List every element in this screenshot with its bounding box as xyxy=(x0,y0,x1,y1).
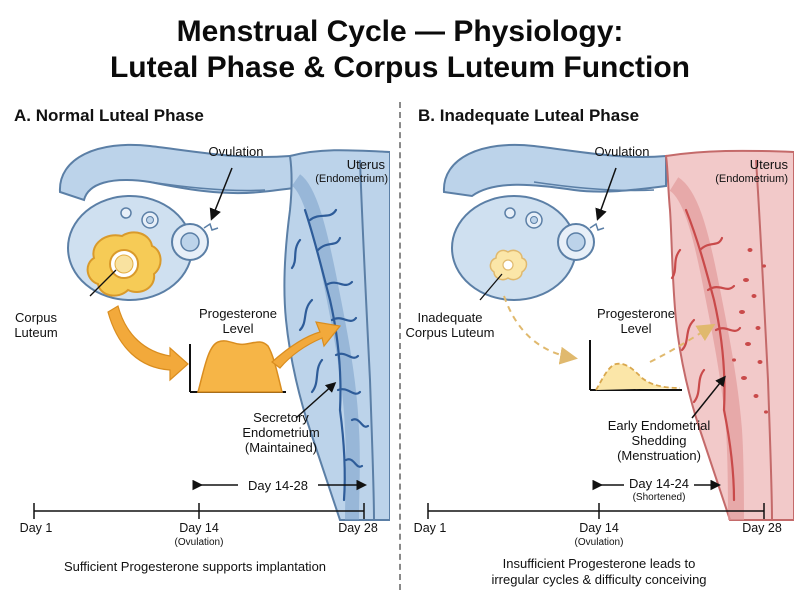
span-label: Day 14-28 xyxy=(248,478,308,493)
panel-b-illustration xyxy=(427,143,794,521)
day-mid-sub-label-b: (Ovulation) xyxy=(574,537,624,548)
uterus-label: Uterus xyxy=(346,157,385,172)
chart-to-uterus-dashed-arrow xyxy=(649,323,716,363)
corpus-to-chart-arrow xyxy=(107,305,189,382)
span-sub-label-b: (Shortened) xyxy=(632,492,686,503)
follicle-icon-b xyxy=(557,222,605,261)
corpus-luteum-icon xyxy=(86,231,162,297)
secretory-vessels xyxy=(290,208,370,502)
endometrium-label: (Endometrium) xyxy=(315,173,388,185)
progesterone-chart-b xyxy=(589,340,682,391)
progesterone-curve xyxy=(197,340,283,393)
panel-divider xyxy=(399,102,401,590)
chart-to-uterus-arrow xyxy=(271,321,342,369)
endometrium-label-b: (Endometrium) xyxy=(715,173,788,185)
page-title: Menstrual Cycle — Physiology: Luteal Pha… xyxy=(0,14,800,86)
follicle-icon xyxy=(171,222,219,261)
panel-a-illustration xyxy=(33,143,390,521)
progesterone-label: Progesterone Level xyxy=(198,306,278,336)
day-end-label-b: Day 28 xyxy=(742,521,782,535)
secretory-endometrium-label: Secretory Endometrium (Maintained) xyxy=(242,410,320,455)
day-mid-sub-label: (Ovulation) xyxy=(174,537,224,548)
timeline-a xyxy=(33,503,365,519)
timeline-b xyxy=(427,503,765,519)
ovulation-label-b: Ovulation xyxy=(594,144,650,159)
day-start-label-b: Day 1 xyxy=(413,521,447,535)
inadequate-corpus-luteum-icon xyxy=(489,249,528,281)
inadequate-corpus-label: Inadequate Corpus Luteum xyxy=(405,310,495,340)
day-mid-label: Day 14 xyxy=(179,521,219,535)
corpus-to-chart-dashed-arrow xyxy=(503,295,578,365)
title-line-2: Luteal Phase & Corpus Luteum Function xyxy=(109,51,691,84)
panel-b-caption: Insufficient Progesterone leads to irreg… xyxy=(491,556,707,587)
progesterone-label-b: Progesterone Level xyxy=(596,306,676,336)
day-mid-label-b: Day 14 xyxy=(579,521,619,535)
shedding-fragments xyxy=(732,248,768,414)
progesterone-chart xyxy=(189,340,286,393)
panel-a-title: A. Normal Luteal Phase xyxy=(14,106,204,125)
day-start-label: Day 1 xyxy=(19,521,53,535)
panel-inadequate-luteal: B. Inadequate Luteal Phase Ovulation Ute… xyxy=(404,100,794,600)
panel-b-title: B. Inadequate Luteal Phase xyxy=(418,106,640,125)
ovulation-label: Ovulation xyxy=(208,144,264,159)
day-end-label: Day 28 xyxy=(338,521,378,535)
panel-normal-luteal: A. Normal Luteal Phase Ovulation Uterus … xyxy=(0,100,390,600)
title-line-1: Menstrual Cycle — Physiology: xyxy=(176,15,624,48)
early-shedding-label: Early Endometrial Shedding (Menstruation… xyxy=(607,418,711,463)
span-label-b: Day 14-24 xyxy=(629,476,689,491)
corpus-luteum-label: Corpus Luteum xyxy=(14,310,58,340)
uterus-label-b: Uterus xyxy=(749,157,788,172)
progesterone-curve-low xyxy=(595,362,681,391)
panel-a-caption: Sufficient Progesterone supports implant… xyxy=(63,559,327,574)
